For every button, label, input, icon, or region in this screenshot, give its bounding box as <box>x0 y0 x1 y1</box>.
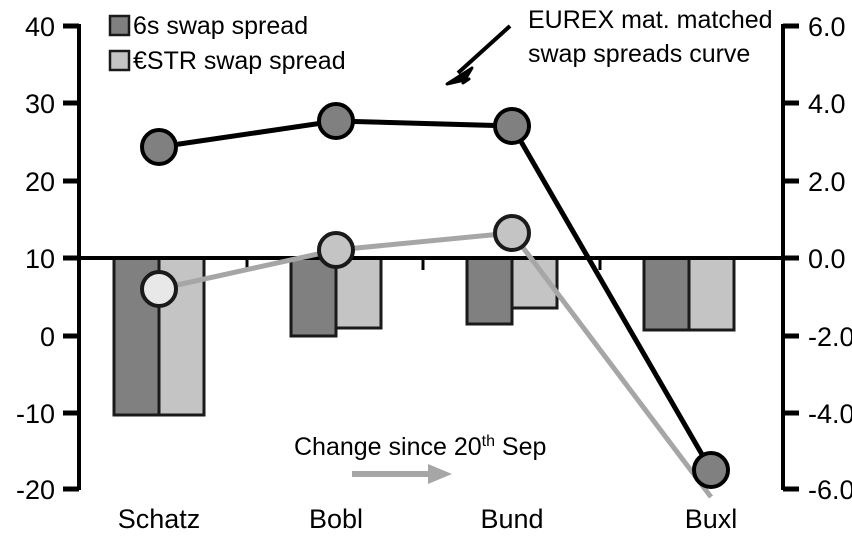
change-since-annotation: Change since 20th Sep <box>294 433 546 484</box>
right-tick-label-6: 6.0 <box>808 12 846 42</box>
right-tick-label-0: 0.0 <box>808 244 846 274</box>
gray-line-path <box>158 230 713 499</box>
curve-callout-annotation: EUREX mat. matched swap spreads curve <box>445 6 773 86</box>
legend-label-6s: 6s swap spread <box>133 12 308 40</box>
bar-buxl-estr <box>687 256 736 332</box>
category-label-schatz: Schatz <box>118 504 201 534</box>
left-tick-label-40: 40 <box>25 12 55 42</box>
right-tick-label-neg2: -2.0 <box>808 322 852 352</box>
x-axis-category-labels: Schatz Bobl Bund Buxl <box>118 504 738 534</box>
black-marker-bobl <box>317 102 355 140</box>
change-note-suffix: Sep <box>495 433 546 461</box>
left-tick-label-0: 0 <box>40 322 55 352</box>
legend: 6s swap spread €STR swap spread <box>108 12 346 75</box>
category-label-bund: Bund <box>480 504 543 534</box>
change-arrow-head-icon <box>428 464 452 484</box>
callout-arrow-head-icon <box>445 66 474 86</box>
right-tick-label-2: 2.0 <box>808 167 846 197</box>
left-tick-label-10: 10 <box>25 244 55 274</box>
change-note-superscript: th <box>482 433 495 450</box>
right-tick-label-neg4: -4.0 <box>808 399 852 429</box>
left-tick-label-20: 20 <box>25 167 55 197</box>
gray-marker-bund <box>493 214 531 252</box>
callout-line-2: swap spreads curve <box>528 40 750 68</box>
bar-buxl-6s <box>642 256 691 332</box>
legend-label-estr: €STR swap spread <box>133 47 346 75</box>
bar-bobl-6s <box>289 256 338 338</box>
series-line-black <box>140 102 730 489</box>
change-note-prefix: Change since 20 <box>294 433 482 461</box>
bar-group-bobl <box>289 256 383 338</box>
left-tick-label-neg20: -20 <box>16 475 55 505</box>
series-line-gray <box>140 214 713 499</box>
category-label-buxl: Buxl <box>685 504 738 534</box>
black-marker-schatz <box>140 128 178 166</box>
left-axis: 40 30 20 10 0 -10 -20 <box>16 12 81 505</box>
legend-item-estr[interactable]: €STR swap spread <box>108 47 346 75</box>
left-tick-label-30: 30 <box>25 89 55 119</box>
callout-line-1: EUREX mat. matched <box>528 6 773 34</box>
bar-group-buxl <box>642 256 736 332</box>
gray-marker-bobl <box>317 231 355 269</box>
gray-marker-schatz <box>140 270 178 308</box>
change-note-text: Change since 20th Sep <box>294 433 546 461</box>
bar-bobl-estr <box>334 256 383 330</box>
black-line-path <box>158 118 714 472</box>
right-tick-label-4: 4.0 <box>808 89 846 119</box>
legend-item-6s[interactable]: 6s swap spread <box>108 12 308 40</box>
black-marker-bund <box>493 107 531 145</box>
legend-swatch-estr-icon <box>108 49 131 72</box>
bar-bund-6s <box>465 256 514 326</box>
right-tick-label-neg6: -6.0 <box>808 475 852 505</box>
black-marker-buxl <box>692 451 730 489</box>
left-tick-label-neg10: -10 <box>16 399 55 429</box>
legend-swatch-6s-icon <box>108 14 131 37</box>
callout-arrow-shaft <box>456 24 512 75</box>
category-label-bobl: Bobl <box>309 504 363 534</box>
